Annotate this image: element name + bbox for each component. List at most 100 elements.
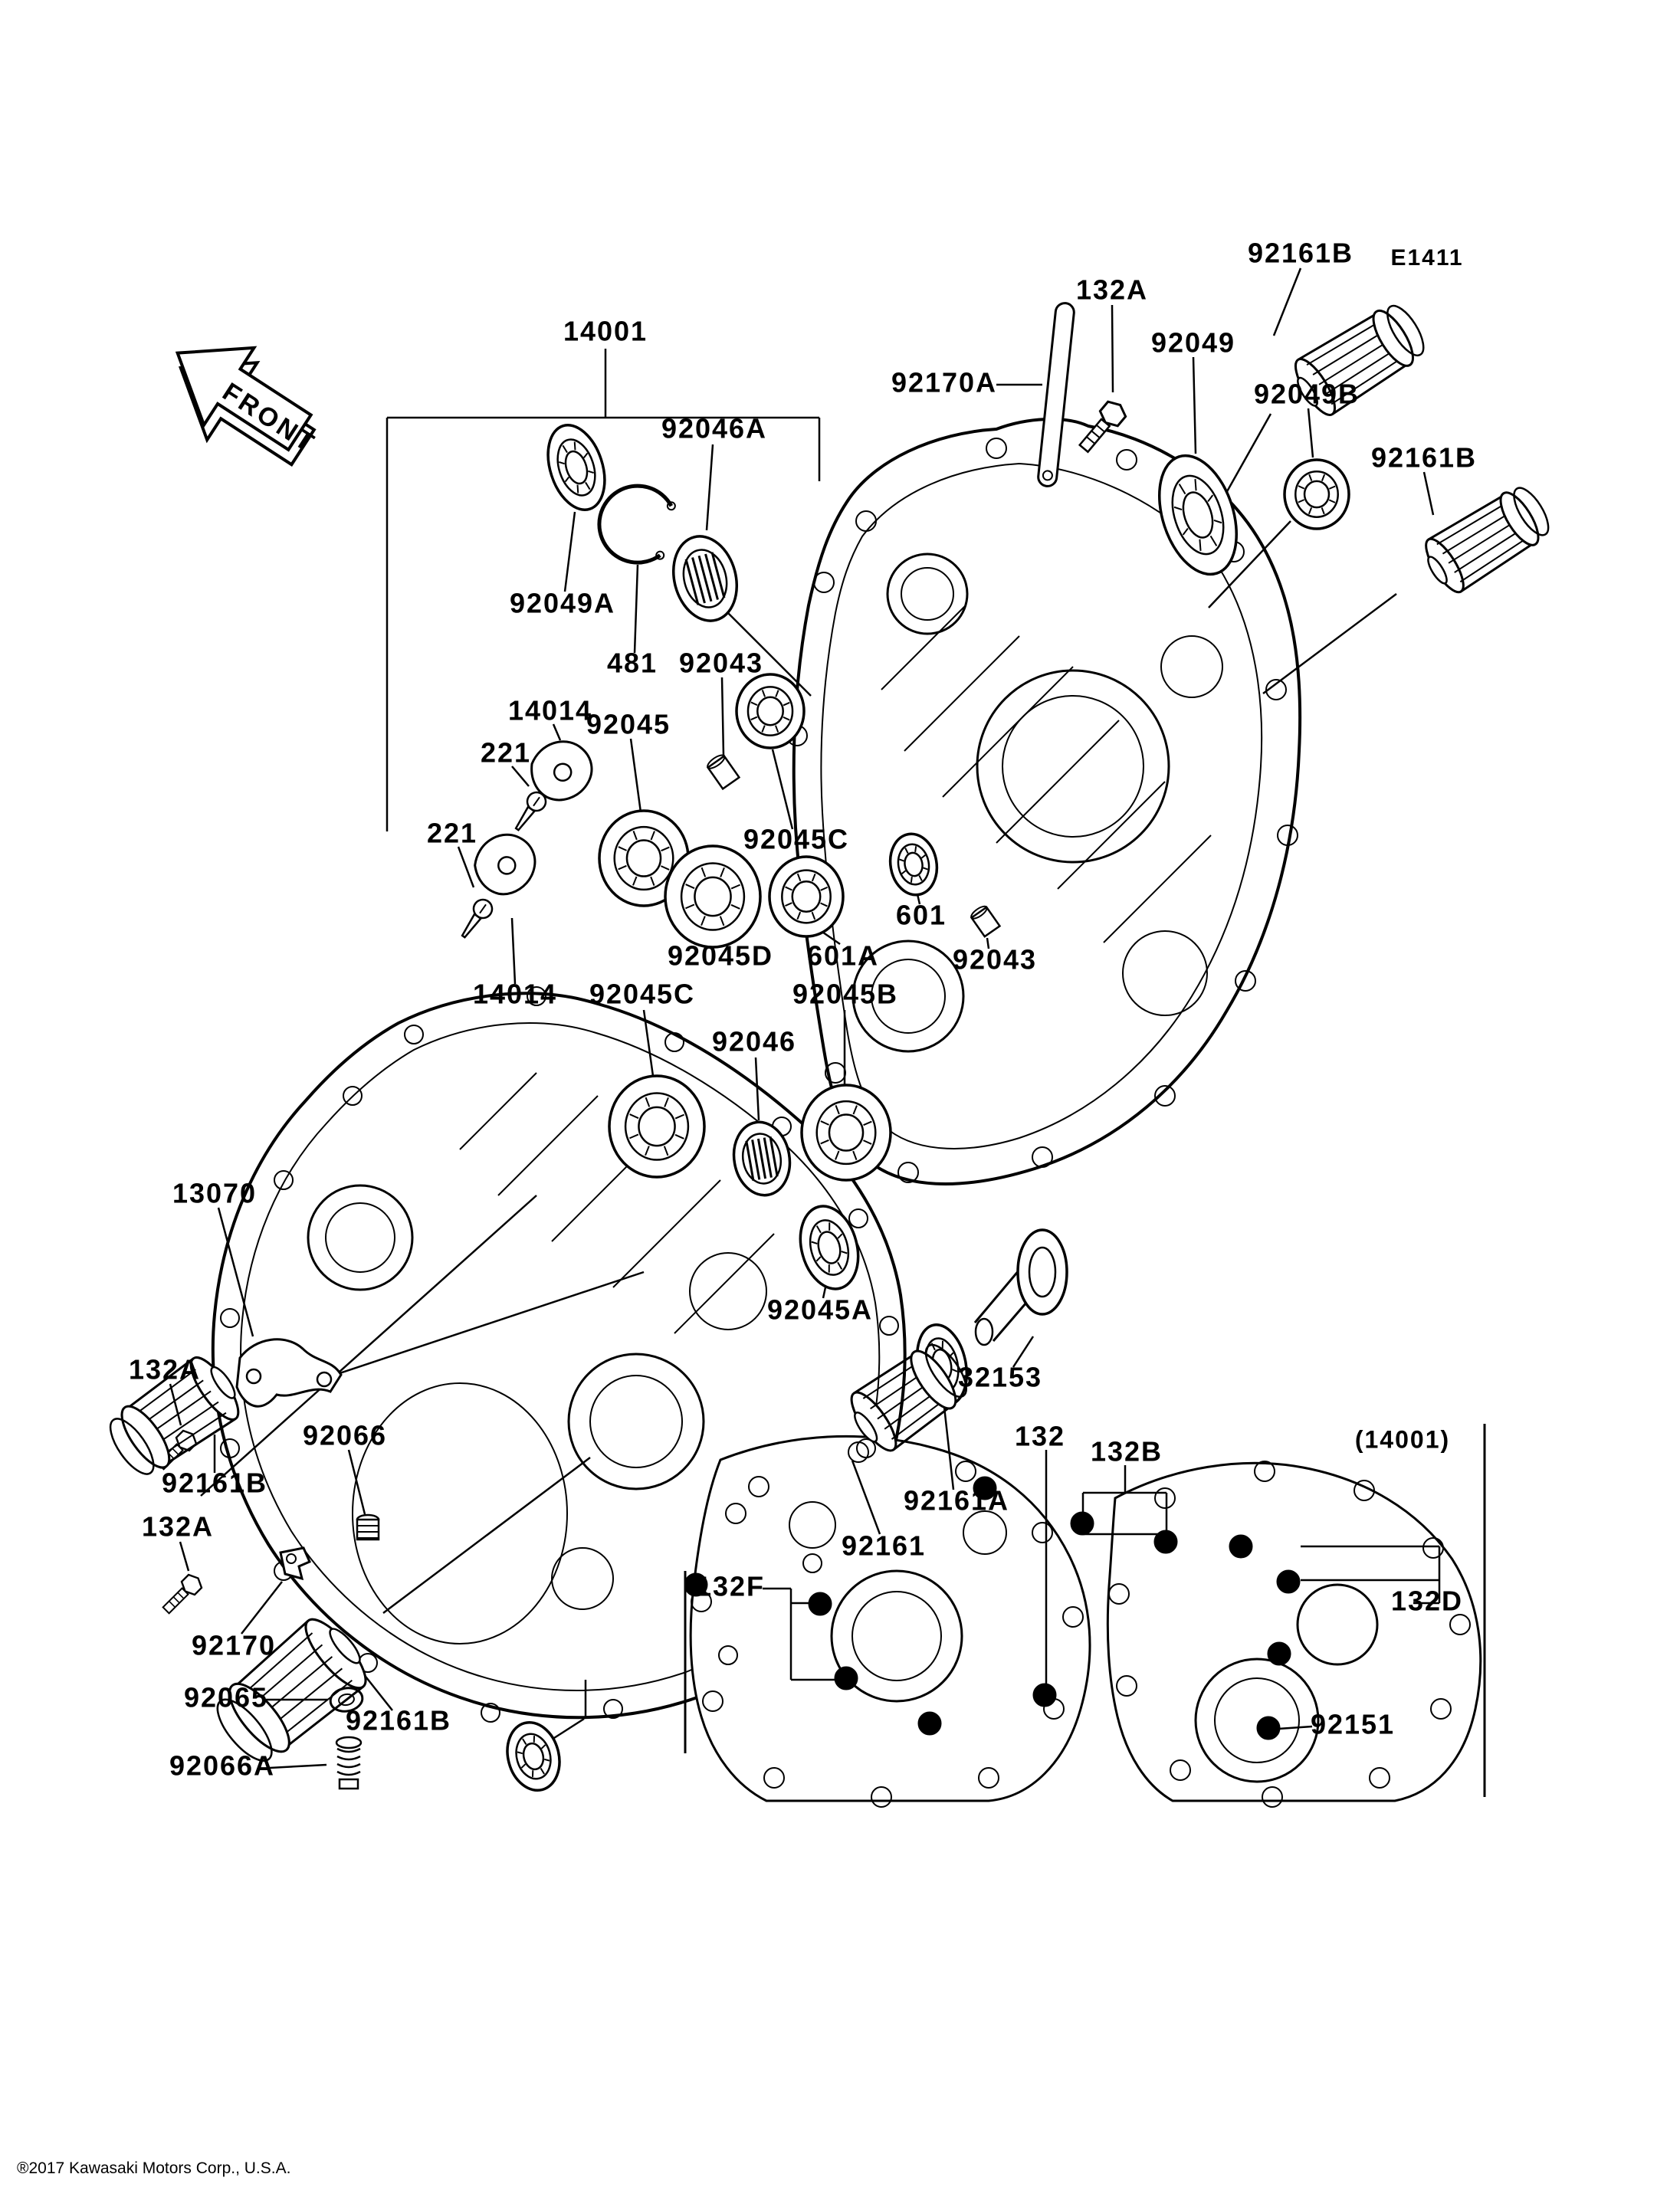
filter-body xyxy=(1428,494,1535,593)
part-14014-plate xyxy=(530,740,593,802)
part-92161B-filter xyxy=(1294,304,1425,416)
callout-92170[interactable]: 92170 xyxy=(192,1630,276,1661)
part-92045A-bearing xyxy=(799,1205,860,1290)
circlip-eye xyxy=(666,501,676,511)
callout-92049A[interactable]: 92049A xyxy=(510,588,615,619)
callout-481[interactable]: 481 xyxy=(607,648,658,679)
callout-92170A[interactable]: 92170A xyxy=(891,367,997,398)
bearing-race xyxy=(515,1733,552,1780)
part-92043-dowel xyxy=(706,754,741,791)
callout-92161B[interactable]: 92161B xyxy=(346,1705,451,1736)
part-92170A-pin xyxy=(1037,302,1075,487)
callout-32153[interactable]: 32153 xyxy=(958,1362,1042,1393)
callout-92046[interactable]: 92046 xyxy=(712,1026,796,1058)
filter-cap xyxy=(210,1366,236,1399)
callout-92161B[interactable]: 92161B xyxy=(162,1467,267,1499)
callout-92066A[interactable]: 92066A xyxy=(169,1750,275,1782)
ball-tick xyxy=(837,1233,843,1239)
ball-tick xyxy=(701,916,706,926)
filter-spline xyxy=(1448,518,1521,564)
circlip-eye xyxy=(655,550,665,560)
bracket-body xyxy=(235,1338,343,1408)
ball-tick xyxy=(1328,499,1336,503)
part-92045C-bearing xyxy=(608,1074,706,1179)
callout-92043[interactable]: 92043 xyxy=(953,944,1037,976)
part-92161B-filter xyxy=(1425,487,1550,594)
ball-tick xyxy=(941,1340,944,1349)
callout-14014[interactable]: 14014 xyxy=(508,695,592,726)
case-hole xyxy=(886,553,969,635)
callout-92161[interactable]: 92161 xyxy=(842,1530,926,1562)
callout-92045B[interactable]: 92045B xyxy=(792,979,898,1010)
callout-13070[interactable]: 13070 xyxy=(172,1178,257,1209)
case-hole xyxy=(589,1375,683,1468)
filter-collar xyxy=(120,1405,171,1469)
inset-left-case xyxy=(689,1435,1091,1802)
callout-92161A[interactable]: 92161A xyxy=(904,1485,1009,1517)
callout-132A[interactable]: 132A xyxy=(129,1354,201,1385)
callout-E1411[interactable]: E1411 xyxy=(1390,245,1463,271)
bearing-race xyxy=(809,1219,850,1276)
ball-tick xyxy=(1298,499,1305,503)
callout-92045A[interactable]: 92045A xyxy=(767,1294,873,1326)
callout-92066[interactable]: 92066 xyxy=(303,1420,387,1451)
case-hole xyxy=(855,510,877,532)
callout-92065[interactable]: 92065 xyxy=(184,1682,268,1713)
ball-tick xyxy=(783,716,790,721)
bolt-position-dot xyxy=(808,1592,832,1616)
screw-slot xyxy=(479,903,487,914)
case-hole xyxy=(1032,1522,1053,1543)
callout-221[interactable]: 221 xyxy=(481,737,531,769)
filter-spline xyxy=(1318,337,1394,385)
case-hole xyxy=(848,1441,869,1463)
callout-132B[interactable]: 132B xyxy=(1091,1436,1163,1467)
ball-tick xyxy=(562,444,568,454)
callout-221[interactable]: 221 xyxy=(427,818,477,849)
callout-92046A[interactable]: 92046A xyxy=(661,413,767,444)
callout-14001[interactable]: 14001 xyxy=(563,316,648,347)
callout-601[interactable]: 601 xyxy=(896,900,947,931)
callout-132A[interactable]: 132A xyxy=(1076,274,1148,306)
ball-tick xyxy=(761,725,766,733)
bearing-outer xyxy=(608,1074,706,1179)
callout-14001[interactable]: (14001) xyxy=(1355,1425,1450,1453)
bearing-bore xyxy=(1303,480,1331,509)
screw-shaft xyxy=(461,913,483,939)
bolt-position-dot xyxy=(684,1572,708,1597)
bracket-hole xyxy=(245,1368,262,1385)
callout-92045D[interactable]: 92045D xyxy=(668,940,773,972)
case-hole xyxy=(1154,1487,1176,1509)
hatch-line xyxy=(904,635,1020,752)
callout-601A[interactable]: 601A xyxy=(807,940,879,972)
ball-tick xyxy=(750,701,758,707)
ball-tick xyxy=(815,1225,822,1234)
ball-tick xyxy=(533,1736,536,1743)
bearing-race xyxy=(897,843,930,886)
callout-92049B[interactable]: 92049B xyxy=(1254,379,1360,410)
ball-tick xyxy=(583,452,589,458)
callout-132A[interactable]: 132A xyxy=(142,1511,214,1543)
case-hole xyxy=(220,1438,240,1458)
part-92045D-bearing xyxy=(664,844,762,949)
bearing-bore xyxy=(564,450,589,485)
collar-tube-end xyxy=(974,1317,994,1346)
callout-132F[interactable]: 132F xyxy=(696,1571,765,1602)
callout-92043[interactable]: 92043 xyxy=(679,648,763,679)
ball-tick xyxy=(661,865,670,871)
callout-92161B[interactable]: 92161B xyxy=(1371,442,1477,474)
callout-92045C[interactable]: 92045C xyxy=(589,979,695,1010)
front-arrow-body xyxy=(175,346,313,452)
callout-92045C[interactable]: 92045C xyxy=(743,824,849,855)
callout-92151[interactable]: 92151 xyxy=(1311,1709,1395,1740)
callout-132D[interactable]: 132D xyxy=(1391,1585,1463,1617)
callout-14014[interactable]: 14014 xyxy=(473,979,557,1010)
filter-spline xyxy=(1331,356,1406,405)
bearing-bore xyxy=(1182,491,1214,539)
callout-132[interactable]: 132 xyxy=(1015,1421,1065,1452)
needle-roller xyxy=(763,1137,773,1178)
callout-92161B[interactable]: 92161B xyxy=(1248,238,1354,269)
bolt-shaft xyxy=(1078,418,1111,454)
callout-92045[interactable]: 92045 xyxy=(586,709,671,740)
callout-92049[interactable]: 92049 xyxy=(1151,327,1235,359)
